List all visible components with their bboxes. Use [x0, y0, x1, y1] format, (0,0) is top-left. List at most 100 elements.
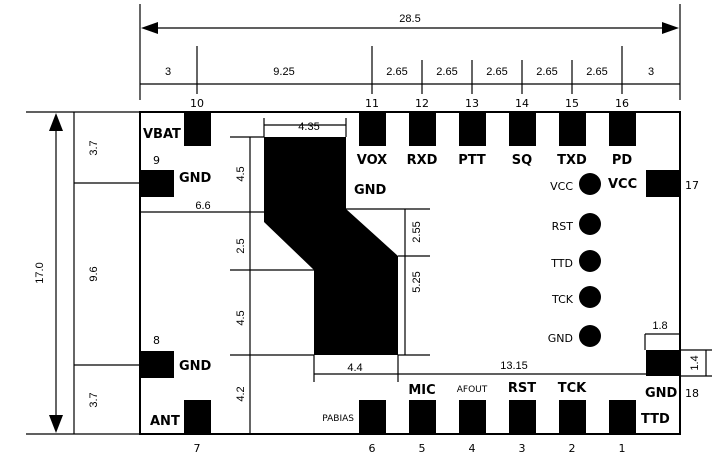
- pin-5-label: MIC: [408, 383, 435, 398]
- dim-h45a: 4.5: [235, 166, 247, 181]
- pin-5-number: 5: [419, 442, 426, 455]
- pin-13-number: 13: [465, 97, 479, 110]
- test-pad-vcc-label: VCC: [550, 180, 573, 193]
- pin-7-number: 7: [194, 442, 201, 455]
- pin-18-pad: [646, 350, 680, 376]
- test-pad-tck-label: TCK: [551, 293, 574, 306]
- dim-top-6: 2.65: [586, 66, 607, 78]
- dim-top-4: 2.65: [486, 66, 507, 78]
- test-pad-ttd: [579, 250, 601, 272]
- dim-top-2: 2.65: [386, 66, 407, 78]
- pin-18-label: GND: [645, 386, 678, 401]
- pin-1-pad: [609, 400, 636, 434]
- pin-2-label: TCK: [558, 381, 587, 396]
- pin-7-label: ANT: [150, 414, 180, 429]
- overall-width-label: 28.5: [399, 13, 420, 25]
- right-ttd-label: TTD: [641, 412, 670, 427]
- pin-8-number: 8: [153, 334, 160, 347]
- pin-12-number: 12: [415, 97, 429, 110]
- pin-4-label: AFOUT: [457, 385, 488, 395]
- dim-top-5: 2.65: [536, 66, 557, 78]
- test-pad-vcc: [579, 173, 601, 195]
- pin-7-pad: [184, 400, 211, 434]
- pin-3-label: RST: [508, 381, 536, 396]
- pin-15-pad: [559, 113, 586, 146]
- pin-18-number: 18: [685, 387, 699, 400]
- pin-16-label: PD: [612, 153, 633, 168]
- dim-top-7: 3: [648, 66, 654, 78]
- test-pad-gnd-label: GND: [548, 332, 573, 345]
- test-pad-gnd: [579, 325, 601, 347]
- pin-3-pad: [509, 400, 536, 434]
- dim-h42: 4.2: [235, 386, 247, 401]
- pin-2-number: 2: [569, 442, 576, 455]
- dim-h25: 2.5: [235, 238, 247, 253]
- pin-8-label: GND: [179, 359, 212, 374]
- pin-12-pad: [409, 113, 436, 146]
- dim-left-1: 9.6: [88, 266, 100, 281]
- overall-height-dimension: 17.0: [26, 111, 140, 435]
- pin-2-pad: [559, 400, 586, 434]
- pin-16-pad: [609, 113, 636, 146]
- test-pad-rst-label: RST: [552, 220, 574, 233]
- dim-top-0: 3: [165, 66, 171, 78]
- pin-14-label: SQ: [512, 153, 532, 168]
- dim-h14: 1.4: [689, 355, 701, 370]
- test-pad-ttd-label: TTD: [550, 257, 573, 270]
- pin-1-number: 1: [619, 442, 626, 455]
- pin-10-label: VBAT: [143, 127, 181, 142]
- right-pins: VCC 17 GND 18 TTD: [608, 170, 699, 427]
- pin-14-number: 14: [515, 97, 529, 110]
- dim-top-1: 9.25: [273, 66, 294, 78]
- overall-height-label: 17.0: [34, 262, 46, 283]
- pin-14-pad: [509, 113, 536, 146]
- pin-17-number: 17: [685, 179, 699, 192]
- pin-10-number: 10: [190, 97, 204, 110]
- pin-9-pad: [140, 170, 174, 197]
- dim-w1315: 13.15: [500, 360, 528, 372]
- pin-6-pad: [359, 400, 386, 434]
- left-pins: 9 GND 8 GND ANT 7: [140, 154, 212, 455]
- test-pad-rst: [579, 213, 601, 235]
- center-gnd-label: GND: [354, 183, 387, 198]
- test-pads: VCC RST TTD TCK GND: [548, 173, 601, 347]
- dim-w18: 1.8: [652, 320, 667, 332]
- test-pad-tck: [579, 286, 601, 308]
- top-pins: 10 VBAT 11 VOX 12 RXD 13 PTT 14 SQ 15 TX…: [143, 97, 636, 168]
- pin-16-number: 16: [615, 97, 629, 110]
- dim-left-0: 3.7: [88, 140, 100, 155]
- dim-top-3: 2.65: [436, 66, 457, 78]
- pin-4-pad: [459, 400, 486, 434]
- pin-5-pad: [409, 400, 436, 434]
- left-segment-dimensions: 3.7 9.6 3.7: [73, 112, 150, 434]
- center-ground-pad: [264, 137, 398, 355]
- pin-11-label: VOX: [357, 153, 387, 168]
- pin-15-number: 15: [565, 97, 579, 110]
- pin-4-number: 4: [469, 442, 476, 455]
- dim-w435: 4.35: [298, 121, 319, 133]
- dim-h45b: 4.5: [235, 310, 247, 325]
- pin-12-label: RXD: [407, 153, 438, 168]
- dim-h255: 2.55: [411, 221, 423, 242]
- pin-11-number: 11: [365, 97, 379, 110]
- dim-h525: 5.25: [411, 271, 423, 292]
- pin-15-label: TXD: [557, 153, 587, 168]
- pin-3-number: 3: [519, 442, 526, 455]
- dim-left-2: 3.7: [88, 392, 100, 407]
- inner-dimensions: 4.35 4.5 6.6 2.5 4.5 4.2 2.55 5.25 4.4 1…: [140, 118, 712, 434]
- pin-17-label: VCC: [608, 177, 637, 192]
- pin-13-pad: [459, 113, 486, 146]
- pin-11-pad: [359, 113, 386, 146]
- pin-13-label: PTT: [458, 153, 486, 168]
- dim-d66: 6.6: [195, 200, 210, 212]
- top-segment-dimensions: 3 9.25 2.65 2.65 2.65 2.65 2.65 3: [140, 46, 680, 94]
- dim-w44: 4.4: [347, 362, 362, 374]
- pin-8-pad: [140, 351, 174, 378]
- pin-17-pad: [646, 170, 680, 197]
- pin-6-label: PABIAS: [322, 414, 354, 424]
- pin-10-pad: [184, 113, 211, 146]
- pin-9-number: 9: [153, 154, 160, 167]
- bottom-pins: PABIAS 6 MIC 5 AFOUT 4 RST 3 TCK 2 1: [322, 381, 636, 455]
- overall-width-dimension: 28.5: [139, 4, 681, 100]
